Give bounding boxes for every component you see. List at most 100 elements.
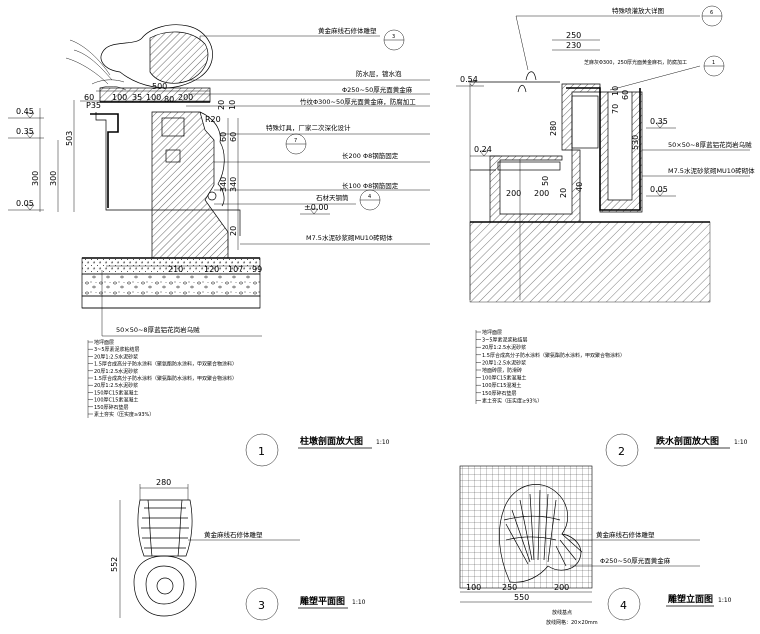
dim-100b: 100 xyxy=(146,93,161,102)
detail-4-scale: 1:10 xyxy=(718,597,732,604)
dim-99: 99 xyxy=(252,265,262,274)
d2-dim-200b: 200 xyxy=(534,189,549,198)
d2-level-054: 0.54 xyxy=(456,75,484,87)
detail-4-title-block: 4 雕塑立面图 1:10 xyxy=(607,587,732,621)
d2-dim-40: 40 xyxy=(575,182,584,192)
detail-2-scale: 1:10 xyxy=(734,439,748,446)
d2-callout-stone: 芝麻灰Φ300，250厚光面黄金麻石，防腐加工 xyxy=(584,59,687,66)
callout-waterproof: 防水层，镀水泡 xyxy=(356,69,402,78)
callout-masonry: M7.5水泥砂浆砌MU10砖砌体 xyxy=(306,233,393,242)
svg-text:0.35: 0.35 xyxy=(650,117,668,126)
legend-item: 地坪面层 xyxy=(94,339,114,346)
d2-dim-250: 250 xyxy=(566,31,581,40)
detail-2-title: 跌水剖面放大图 xyxy=(656,435,719,447)
legend-item: 20厚1:2.5水泥砂浆 xyxy=(94,353,138,360)
d3-dim-h: 552 xyxy=(110,557,119,572)
d2-dim-280: 280 xyxy=(549,121,558,136)
detail-1-title: 柱墩剖面放大图 xyxy=(300,435,363,447)
detail-3-title: 雕塑平面图 xyxy=(300,595,345,607)
dim-35: 35 xyxy=(132,93,142,102)
dim-340a: 340 xyxy=(219,177,228,192)
legend-item: 20厚1:2.5水泥砂浆 xyxy=(482,359,526,366)
d2-dim-60: 60 xyxy=(621,90,630,100)
dim-60b: 60 xyxy=(219,132,228,142)
svg-text:3: 3 xyxy=(392,34,395,40)
dim-300a: 300 xyxy=(49,171,58,186)
legend-item: 100厚C15混凝土 xyxy=(482,382,521,389)
detail-2-section: 250 230 10 70 60 280 530 200 200 50 40 2… xyxy=(456,5,755,467)
dim-503: 503 xyxy=(65,131,74,146)
d2-callout-nozzle: 特殊喷灌放大详图 xyxy=(612,6,664,15)
legend-item: 3~5厚素泥浆粘结层 xyxy=(482,337,528,344)
d4-dim-550: 550 xyxy=(514,593,529,602)
d2-level-005: 0.05 xyxy=(646,185,676,197)
legend-item: 素土夯实（压实度≥93%） xyxy=(94,411,154,418)
svg-text:0.24: 0.24 xyxy=(474,145,492,154)
detail-1-scale: 1:10 xyxy=(376,439,390,446)
dim-210: 210 xyxy=(168,265,183,274)
level-mark-045: 0.45 xyxy=(8,107,44,119)
d4-dim-200: 200 xyxy=(554,583,569,592)
callout-rebar2: 长100 Φ8钢筋固定 xyxy=(342,181,399,190)
dim-200: 200 xyxy=(178,93,193,102)
level-mark-035: 0.35 xyxy=(8,127,44,139)
svg-text:6: 6 xyxy=(710,10,713,16)
legend-item: 100厚C15素混凝土 xyxy=(94,397,138,404)
dim-p35: P35 xyxy=(86,101,101,110)
d2-level-024: 0.24 xyxy=(470,145,500,157)
svg-text:7: 7 xyxy=(294,138,297,144)
callout-bubble-3: 3 xyxy=(383,29,405,51)
d2-dim-230: 230 xyxy=(566,41,581,50)
svg-text:0.35: 0.35 xyxy=(16,127,34,136)
d4-callout-2: Φ250~50厚光面黄金麻 xyxy=(600,556,671,565)
detail-3-title-block: 3 雕塑平面图 1:10 xyxy=(245,587,366,621)
detail-1-title-block: 1 柱墩剖面放大图 1:10 xyxy=(245,433,390,467)
d2-dim-530: 530 xyxy=(631,135,640,150)
d4-dim-250: 250 xyxy=(502,583,517,592)
dim-20a: 20 xyxy=(217,100,226,110)
callout-lamp: 特殊灯具，厂家二次深化设计 xyxy=(266,123,351,132)
level-mark-000: ±0.00 xyxy=(300,203,330,215)
d2-callout-bubble-1: 1 xyxy=(703,55,725,77)
level-mark-005: 0.05 xyxy=(8,199,44,211)
callout-stone: 石材天钢筒 xyxy=(316,193,349,202)
dim-60c: 60 xyxy=(229,132,238,142)
detail-2-number: 2 xyxy=(618,445,625,458)
legend-item: 20厚1:2.5水泥砂浆 xyxy=(94,368,138,375)
detail-1-legend: 地坪面层3~5厚素泥浆粘结层20厚1:2.5水泥砂浆1.5厚合成高分子防水涂料（… xyxy=(88,339,237,418)
sculpture-top-shape xyxy=(100,24,213,89)
svg-text:1: 1 xyxy=(712,60,715,66)
d3-dim-w: 280 xyxy=(156,478,171,487)
dim-60: 60 xyxy=(84,93,94,102)
svg-text:4: 4 xyxy=(368,194,371,200)
dim-107: 107 xyxy=(228,265,243,274)
callout-base: 50×50~8厚蓝铝花岗岩乌贼 xyxy=(116,325,200,334)
callout-rebar1: 长200 Φ8钢筋固定 xyxy=(342,151,399,160)
legend-item: 地坪面层 xyxy=(482,329,502,336)
d4-callout-1: 黄金麻线石修体雕塑 xyxy=(596,530,655,539)
dim-20b: 20 xyxy=(229,226,238,236)
legend-item: 1.5厚合成高分子防水涂料（聚氨酯防水涂料，甲双聚合物涂料） xyxy=(94,361,237,368)
legend-item: 3~5厚素泥浆粘结层 xyxy=(94,346,140,353)
dim-r20: R20 xyxy=(205,115,221,124)
detail-1-section: 500 60 100 35 100 200 R20 P35 80 20 10 6… xyxy=(8,24,430,467)
dim-100a: 100 xyxy=(112,93,127,102)
dim-300b: 300 xyxy=(31,171,40,186)
detail-3-scale: 1:10 xyxy=(352,599,366,606)
legend-item: 100厚C15素混凝土 xyxy=(482,375,526,382)
d3-callout: 黄金麻线石修体雕塑 xyxy=(204,530,263,539)
dim-top-500: 500 xyxy=(152,82,167,91)
legend-item: 地面砖层，防滑砖 xyxy=(482,367,522,374)
callout-cap: Φ250~50厚光面黄金麻 xyxy=(342,85,413,94)
svg-text:0.05: 0.05 xyxy=(16,199,34,208)
d4-note-2: 放线网格：20×20mm xyxy=(546,619,598,626)
dim-10a: 10 xyxy=(228,100,237,110)
legend-item: 20厚1:2.5水泥砂浆 xyxy=(482,344,526,351)
d2-callout-masonry: M7.5水泥砂浆砌MU10砖砌体 xyxy=(668,166,755,175)
d2-dim-50: 50 xyxy=(541,176,550,186)
d4-dim-100: 100 xyxy=(466,583,481,592)
d4-note-1: 放线基点 xyxy=(552,609,572,616)
svg-text:0.45: 0.45 xyxy=(16,107,34,116)
legend-item: 1.5厚合成高分子防水涂料（聚氨酯防水涂料，甲双聚合物涂料） xyxy=(482,352,625,359)
detail-2-title-block: 2 跌水剖面放大图 1:10 xyxy=(605,433,748,467)
